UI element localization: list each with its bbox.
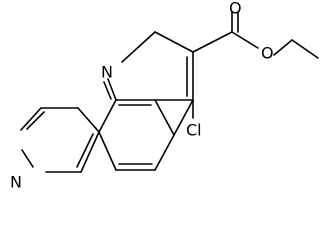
chemical-structure: N N Cl O O [10,0,319,192]
bond [192,31,233,53]
bond-lines [20,11,319,173]
bond [21,149,34,168]
bond [20,107,42,131]
atom-label-n: N [10,173,22,192]
bond [154,99,175,136]
atom-label-o-carbonyl: O [229,0,242,18]
bond [76,133,94,168]
atom-label-n: N [101,63,113,82]
bond [154,31,194,53]
atom-label-o-ester: O [261,44,274,63]
bond [154,134,175,171]
bond [98,99,117,133]
bond [231,31,259,49]
bond [98,131,117,171]
bond [173,99,194,136]
bond [26,111,45,130]
bond [80,131,100,173]
bond [273,39,293,56]
bond [77,107,100,133]
bond [103,81,112,100]
bond [107,78,117,101]
atom-label-cl: Cl [186,121,202,140]
bond [121,31,156,63]
bond [291,39,319,59]
